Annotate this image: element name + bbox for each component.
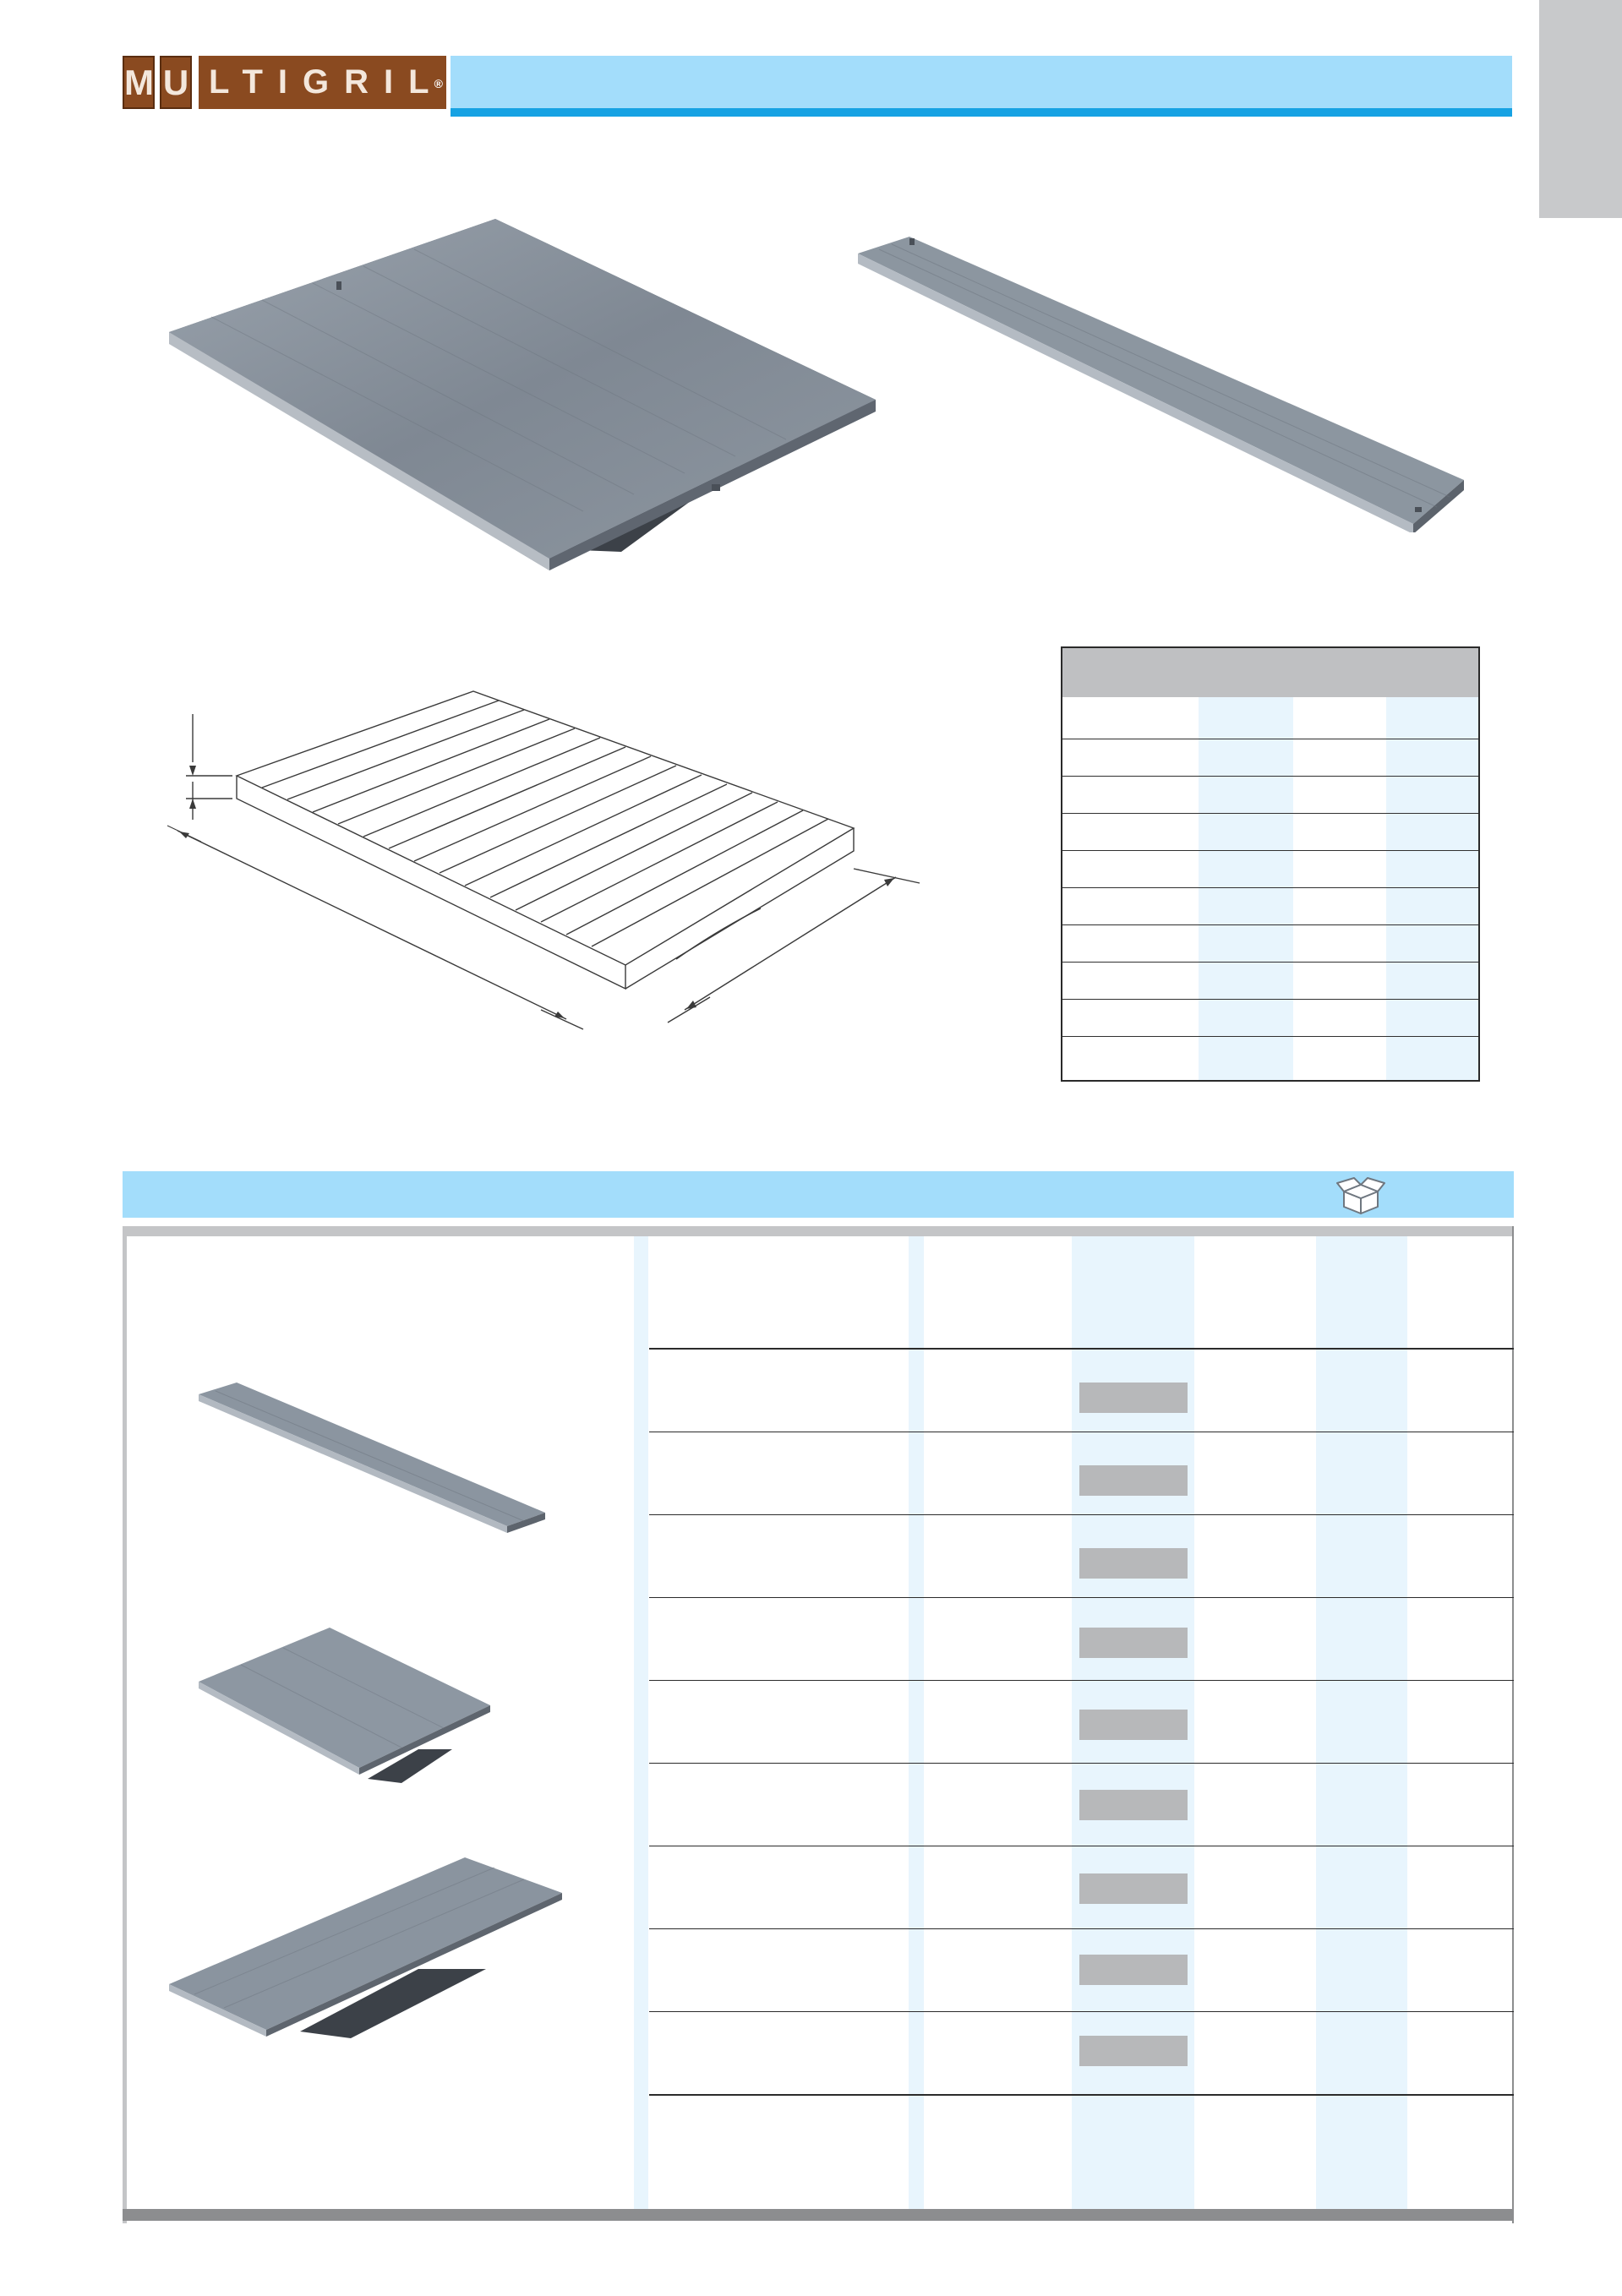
dimension-row-divider: [1062, 776, 1478, 777]
article-code-cell: [1079, 1548, 1188, 1579]
header-accent-line: [451, 108, 1512, 117]
range-row-divider: [649, 1763, 1514, 1764]
logo-letter-m: M: [123, 56, 155, 109]
dimension-drawing: [167, 690, 920, 1030]
product-range-bar: [123, 1171, 1514, 1218]
dimension-row-divider: [1062, 813, 1478, 814]
range-column-shade: [634, 1236, 648, 2209]
range-column-shade: [909, 1236, 924, 2209]
range-table-right-border: [1512, 1226, 1514, 2223]
plate-grating-thumbnail: [199, 1628, 490, 1783]
article-code-cell: [1079, 1790, 1188, 1820]
dimension-table-header: [1062, 648, 1478, 697]
product-range-table: [123, 1226, 1514, 2223]
dimension-row-divider: [1062, 850, 1478, 851]
range-table-bottom-border: [123, 2209, 1514, 2221]
dimension-row-divider: [1062, 924, 1478, 925]
article-code-cell: [1079, 1628, 1188, 1658]
open-box-icon: [1336, 1177, 1385, 1214]
article-code-cell: [1079, 1383, 1188, 1413]
grating-plate-render: [169, 219, 876, 570]
brand-logo: M U LTIGRIL ®: [123, 56, 446, 109]
article-code-cell: [1079, 2036, 1188, 2066]
dimension-column-shade: [1386, 697, 1478, 1080]
article-code-cell: [1079, 1710, 1188, 1740]
dimension-row-divider: [1062, 962, 1478, 963]
dimension-row-divider: [1062, 999, 1478, 1000]
range-row-divider: [649, 1680, 1514, 1681]
article-code-cell: [1079, 1465, 1188, 1496]
chapter-side-tab: [1539, 0, 1622, 218]
range-row-divider: [649, 2011, 1514, 2012]
dimension-row-divider: [1062, 1036, 1478, 1037]
dimension-table: [1061, 646, 1480, 1082]
registered-mark: ®: [434, 77, 443, 90]
range-row-divider: [649, 1514, 1514, 1515]
range-header-divider: [649, 1348, 1514, 1350]
range-table-top-border: [123, 1226, 1514, 1236]
logo-letter-u: U: [160, 56, 192, 109]
range-row-divider: [649, 1597, 1514, 1598]
dimension-row-divider: [1062, 887, 1478, 888]
strip-grating-thumbnail: [199, 1383, 545, 1533]
wide-grating-thumbnail: [169, 1857, 562, 2038]
range-footer-divider: [649, 2094, 1514, 2096]
range-table-left-border: [123, 1226, 127, 2223]
range-row-divider: [649, 1928, 1514, 1929]
range-column-shade: [1316, 1236, 1407, 2209]
article-code-cell: [1079, 1873, 1188, 1904]
header-title-bar: [451, 56, 1512, 108]
article-code-cell: [1079, 1955, 1188, 1985]
grating-strip-render: [858, 237, 1464, 532]
logo-wordmark: LTIGRIL ®: [199, 56, 446, 109]
dimension-column-shade: [1199, 697, 1293, 1080]
